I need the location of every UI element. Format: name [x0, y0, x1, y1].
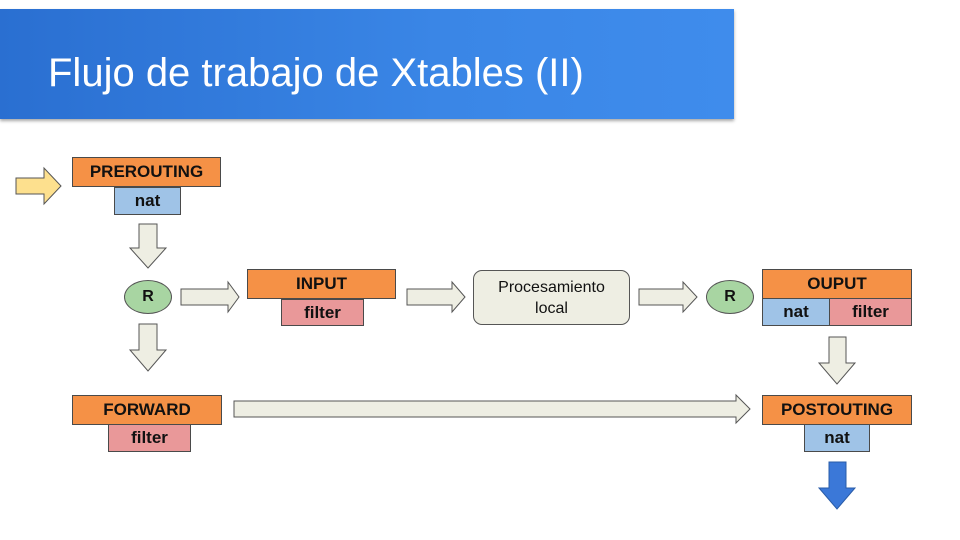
arrow-forward-to-postrouting [233, 393, 751, 425]
arrow-output-to-postrouting [817, 336, 857, 385]
forward-chain: FORWARD [72, 395, 222, 425]
forward-filter-table: filter [108, 424, 191, 452]
postrouting-nat-table: nat [804, 424, 870, 452]
router-node-2: R [706, 280, 754, 314]
postrouting-chain: POSTOUTING [762, 395, 912, 425]
router-node-1: R [124, 280, 172, 314]
prerouting-chain: PREROUTING [72, 157, 221, 187]
slide-title: Flujo de trabajo de Xtables (II) [48, 51, 584, 95]
arrow-router-to-input [180, 280, 240, 314]
processing-line-1: Procesamiento [498, 278, 605, 296]
output-filter-table: filter [829, 298, 912, 326]
exit-arrow [817, 461, 857, 510]
processing-line-2: local [535, 299, 568, 317]
arrow-router-to-forward [128, 323, 168, 372]
input-chain: INPUT [247, 269, 396, 299]
arrow-processing-to-router [638, 280, 698, 314]
entry-arrow [15, 166, 62, 206]
arrow-prerouting-to-router [128, 223, 168, 269]
output-nat-table: nat [762, 298, 830, 326]
local-processing-box: Procesamiento local [473, 270, 630, 325]
input-filter-table: filter [281, 299, 364, 326]
prerouting-nat-table: nat [114, 187, 181, 215]
title-banner: Flujo de trabajo de Xtables (II) [0, 9, 734, 119]
output-chain: OUPUT [762, 269, 912, 299]
arrow-input-to-processing [406, 280, 466, 314]
